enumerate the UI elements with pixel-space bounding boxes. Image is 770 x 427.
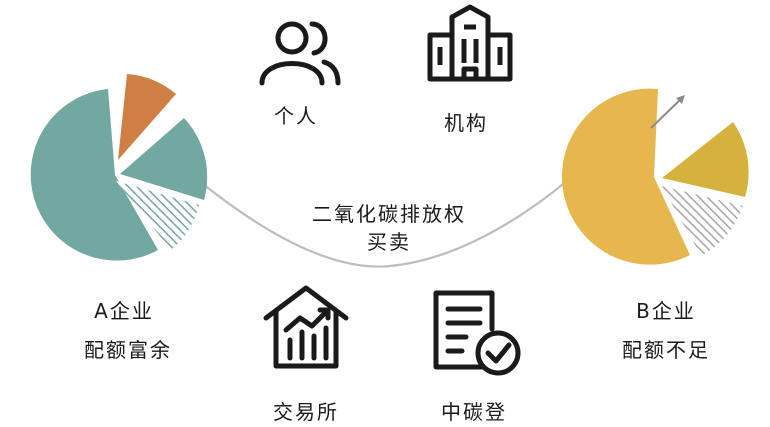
company-b-accent-slice bbox=[662, 122, 749, 197]
arrow-head-icon bbox=[676, 95, 685, 104]
building-icon bbox=[427, 4, 513, 82]
company-a-status: 配额富余 bbox=[84, 338, 172, 362]
company-b-hatched-slice bbox=[662, 186, 743, 256]
registry-document-icon bbox=[433, 290, 521, 376]
person-group-icon bbox=[259, 21, 341, 86]
institution-label: 机构 bbox=[444, 111, 488, 135]
registry-label: 中碳登 bbox=[441, 400, 507, 424]
exchange-chart-icon bbox=[263, 285, 349, 369]
company-b-pie bbox=[561, 88, 749, 265]
trade-curve bbox=[197, 179, 569, 268]
company-b-name-text: B企业 bbox=[636, 299, 696, 323]
exchange-label: 交易所 bbox=[273, 400, 339, 424]
company-a-name: A企业 bbox=[94, 295, 154, 324]
company-a-hatched-slice bbox=[116, 181, 199, 250]
company-b-main-slice bbox=[561, 88, 690, 265]
company-b-status: 配额不足 bbox=[622, 338, 710, 362]
company-a-main-slice bbox=[30, 89, 158, 261]
company-a-pie bbox=[30, 74, 208, 261]
company-b-name: B企业 bbox=[636, 295, 696, 324]
flow-label-line2: 买卖 bbox=[367, 230, 411, 254]
company-a-secondary-slice bbox=[120, 118, 208, 200]
individual-label: 个人 bbox=[274, 104, 318, 128]
company-b-growth-arrow bbox=[650, 97, 683, 129]
company-a-name-text: A企业 bbox=[94, 299, 154, 323]
flow-label-line1: 二氧化碳排放权 bbox=[312, 202, 466, 226]
company-a-accent-slice bbox=[118, 74, 176, 160]
